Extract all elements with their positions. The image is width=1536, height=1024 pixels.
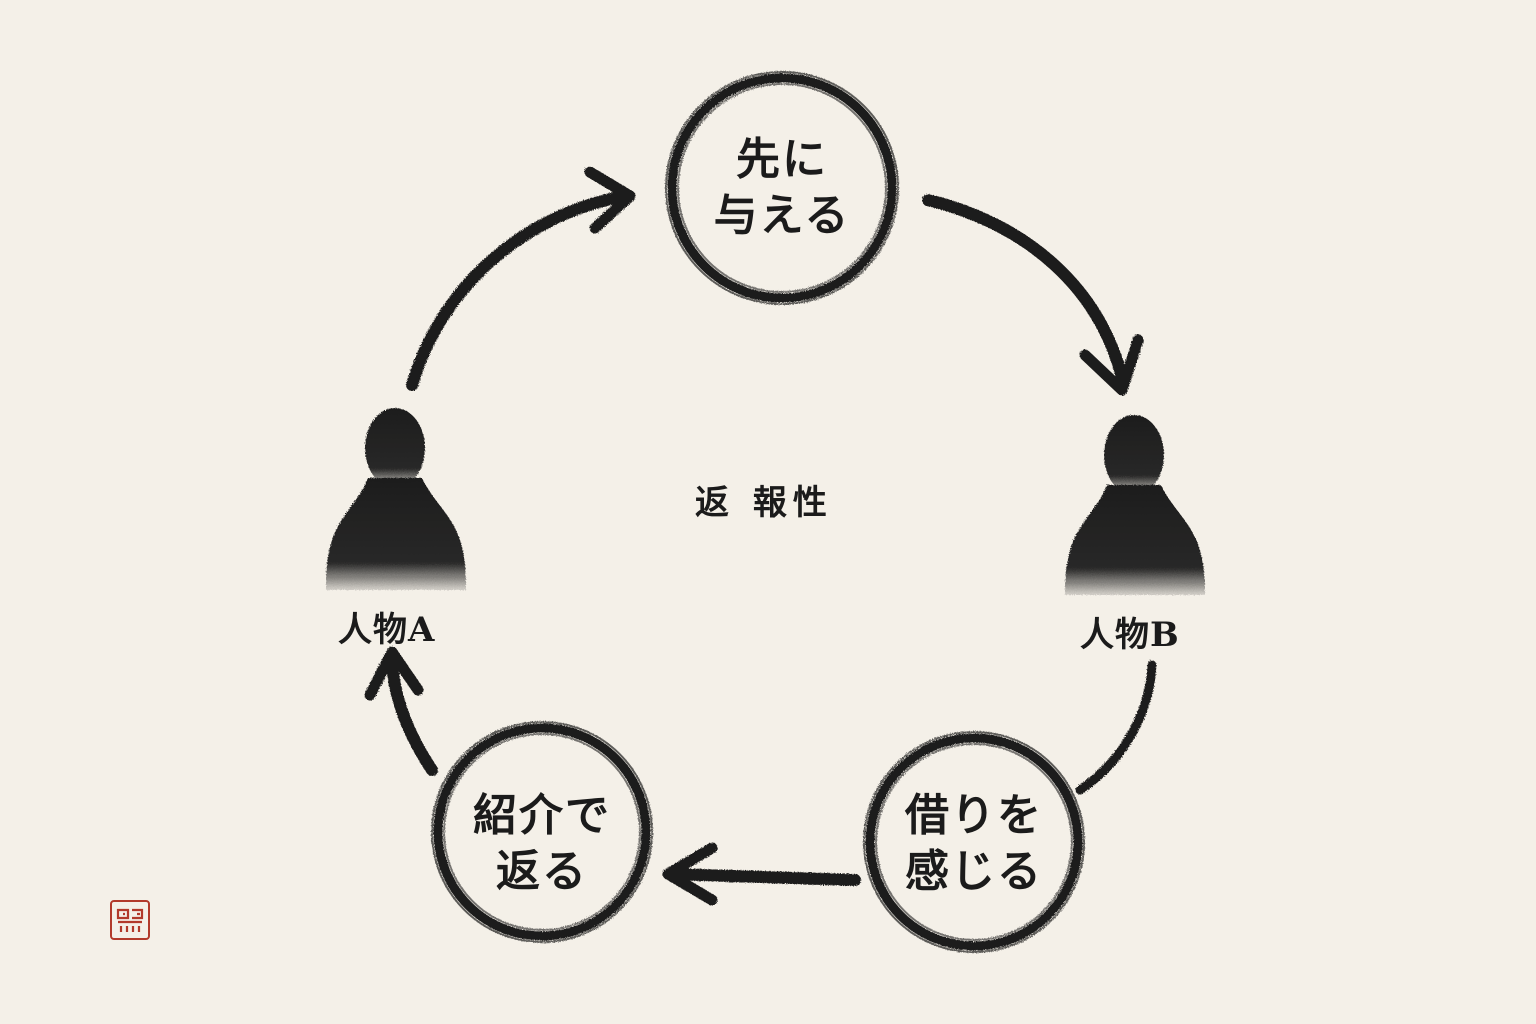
node-give-first: 先に 与える [702, 132, 862, 244]
node-return-line1: 紹介で [473, 790, 611, 841]
arrow-b-to-feel [1075, 660, 1157, 795]
arrow-feel-to-return [662, 842, 861, 906]
enso-circle-top [665, 71, 899, 305]
person-b-label: 人物B [1080, 615, 1180, 655]
center-title: 返 報性 [695, 483, 833, 523]
person-a-label: 人物A [338, 610, 436, 650]
node-feel-debt-line2: 感じる [905, 846, 1043, 897]
seal-stamp-icon [110, 900, 150, 940]
enso-circle-bottom-left [431, 721, 653, 943]
arrow-give-to-b [922, 194, 1144, 396]
node-give-first-line1: 先に [736, 134, 828, 185]
arrow-return-to-a [364, 646, 438, 776]
person-b-icon [1065, 415, 1205, 595]
person-a-icon [326, 408, 466, 590]
node-give-first-line2: 与える [713, 190, 851, 241]
enso-circle-bottom-right [863, 731, 1085, 953]
arrow-a-to-give [406, 166, 636, 391]
node-return-line2: 返る [496, 846, 588, 897]
node-return-by-referral: 紹介で 返る [462, 788, 622, 900]
node-feel-debt-line1: 借りを [905, 790, 1043, 841]
node-feel-debt: 借りを 感じる [894, 788, 1054, 900]
